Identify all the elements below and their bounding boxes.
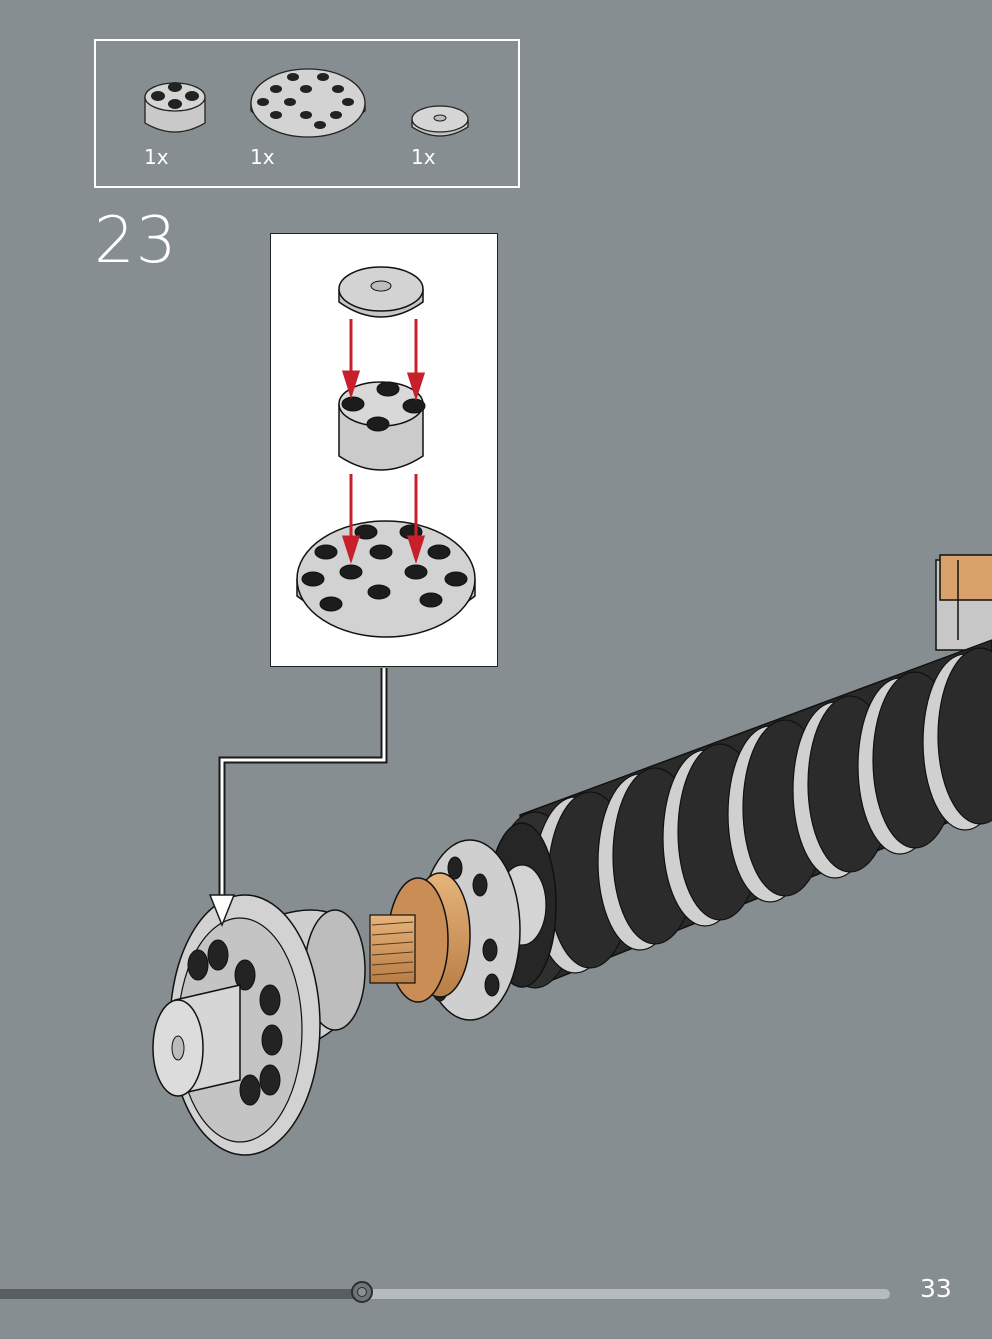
- round-plate-4x4-icon: [296, 520, 476, 638]
- round-tile-2x2-icon: [338, 266, 424, 318]
- part-quantity-1: 1x: [144, 145, 169, 169]
- progress-fill: [0, 1289, 362, 1299]
- progress-track[interactable]: [0, 1289, 890, 1299]
- sub-assembly-callout: [270, 233, 498, 667]
- step-number: 23: [94, 204, 178, 278]
- round-brick-2x2-icon: [338, 381, 426, 471]
- round-plate-4x4-icon: [250, 68, 366, 138]
- progress-slider-handle[interactable]: [351, 1281, 373, 1303]
- part-quantity-3: 1x: [411, 145, 436, 169]
- page-number: 33: [920, 1274, 952, 1303]
- round-brick-2x2-icon: [144, 82, 206, 133]
- parts-list-box: 1x 1x 1x: [94, 39, 520, 188]
- sub-assembly-illustration: [296, 266, 476, 638]
- round-tile-2x2-icon: [411, 105, 469, 137]
- assembly-arrows: [341, 319, 426, 564]
- part-quantity-2: 1x: [250, 145, 275, 169]
